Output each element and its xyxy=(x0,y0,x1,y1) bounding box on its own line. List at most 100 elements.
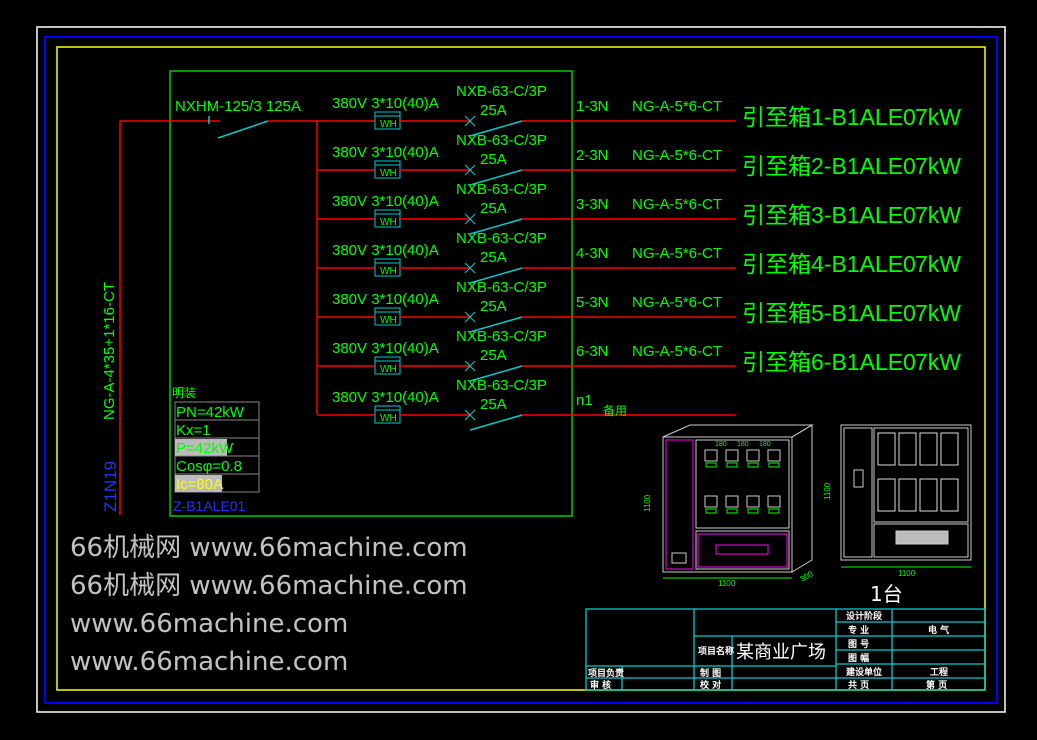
breaker-switch xyxy=(469,169,523,186)
meter-icon xyxy=(898,478,917,512)
blue-frame xyxy=(44,36,998,704)
branch-cable: NG-A-5*6-CT xyxy=(632,147,722,164)
tb-drawing-no-label: 图 号 xyxy=(848,639,869,650)
meter-icon xyxy=(919,478,938,512)
cabinet-front-view xyxy=(662,424,814,573)
title-block xyxy=(585,608,986,691)
main-breaker-label: NXHM-125/3 125A xyxy=(175,98,301,115)
breaker-rating: 25A xyxy=(480,102,507,119)
breaker-x-icon xyxy=(464,409,476,421)
main-cable-label: NG-A-4*35+1*16-CT xyxy=(101,282,118,420)
tb-unit-value: 工程 xyxy=(930,666,948,678)
breaker-switch xyxy=(469,218,523,235)
breaker-x-icon xyxy=(464,164,476,176)
meter-icon xyxy=(919,432,938,466)
watermark: www.66machine.com xyxy=(70,647,348,677)
meter-spec: 380V 3*10(40)A xyxy=(332,340,439,357)
panel-box xyxy=(169,70,573,517)
tb-unit-label: 建设单位 xyxy=(846,666,882,678)
meter-spec: 380V 3*10(40)A xyxy=(332,242,439,259)
breaker-rating: 25A xyxy=(480,347,507,364)
tb-specialty-value: 电 气 xyxy=(928,624,949,636)
breaker-model: NXB-63-C/3P xyxy=(456,328,547,345)
destination: 引至箱3-B1ALE0 xyxy=(742,202,916,228)
breaker-x-icon xyxy=(464,360,476,372)
main-breaker-switch xyxy=(217,120,269,139)
breaker-icon xyxy=(768,508,780,514)
destination: 引至箱4-B1ALE0 xyxy=(742,251,916,277)
param-value: PN=42kW xyxy=(176,404,245,421)
meter-icon xyxy=(940,432,959,466)
breaker-switch xyxy=(469,316,523,333)
power: 7kW xyxy=(915,251,961,277)
breaker-rating: 25A xyxy=(480,396,507,413)
tb-review-label: 审 核 xyxy=(590,679,611,691)
power: 7kW xyxy=(915,104,961,130)
meter-icon xyxy=(704,495,718,508)
breaker-rating: 25A xyxy=(480,298,507,315)
cabinet-quantity: 1台 xyxy=(870,582,903,606)
tb-design-stage-label: 设计阶段 xyxy=(846,610,883,622)
meter-label: WH xyxy=(380,266,397,277)
depth-dim: 300 xyxy=(799,569,816,584)
meter-icon xyxy=(746,449,760,462)
meter-spec: 380V 3*10(40)A xyxy=(332,389,439,406)
power: 7kW xyxy=(915,153,961,179)
front-height-dim: 1100 xyxy=(643,494,652,512)
branch-cable: NG-A-5*6-CT xyxy=(632,343,722,360)
breaker-rating: 25A xyxy=(480,249,507,266)
tb-project-lead-label: 项目负责 xyxy=(588,667,624,679)
breaker-model: NXB-63-C/3P xyxy=(456,83,547,100)
breaker-icon xyxy=(705,508,717,514)
watermark: 66机械网 www.66machine.com xyxy=(70,533,468,563)
breaker-x-icon xyxy=(464,213,476,225)
breaker-icon xyxy=(705,462,717,468)
breaker-icon xyxy=(726,508,738,514)
meter-icon xyxy=(877,478,896,512)
circuit-id: 6-3N xyxy=(576,343,609,360)
meter-label: WH xyxy=(380,413,397,424)
breaker-model: NXB-63-C/3P xyxy=(456,377,547,394)
destination: 引至箱5-B1ALE0 xyxy=(742,300,916,326)
breaker-switch xyxy=(469,267,523,284)
destination: 备用 xyxy=(603,404,627,418)
breaker-rating: 25A xyxy=(480,151,507,168)
breaker-x-icon xyxy=(464,262,476,274)
meter-icon xyxy=(725,495,739,508)
circuit-id: 2-3N xyxy=(576,147,609,164)
top-dim-1: 180 xyxy=(715,441,727,448)
meter-label: WH xyxy=(380,119,397,130)
breaker-model: NXB-63-C/3P xyxy=(456,230,547,247)
power: 7kW xyxy=(915,202,961,228)
outer-frame xyxy=(36,26,1006,713)
tb-project-label: 项目名称 xyxy=(698,645,734,657)
circuit-id: 4-3N xyxy=(576,245,609,262)
circuit-id: 1-3N xyxy=(576,98,609,115)
param-value: P=42kW xyxy=(176,440,234,457)
meter-spec: 380V 3*10(40)A xyxy=(332,144,439,161)
tb-total-pages-label: 共 页 xyxy=(848,679,869,691)
meter-label: WH xyxy=(380,217,397,228)
breaker-x-icon xyxy=(464,311,476,323)
breaker-switch xyxy=(469,365,523,382)
meter-spec: 380V 3*10(40)A xyxy=(332,193,439,210)
watermark: www.66machine.com xyxy=(70,609,348,639)
tb-project-name: 某商业广场 xyxy=(736,642,826,663)
meter-label: WH xyxy=(380,168,397,179)
watermark: 66机械网 www.66machine.com xyxy=(70,571,468,601)
destination: 引至箱1-B1ALE0 xyxy=(742,104,916,130)
feeder-id: Z1N19 xyxy=(101,461,120,512)
circuit-id: 5-3N xyxy=(576,294,609,311)
breaker-icon xyxy=(747,508,759,514)
param-value: Ic=80A xyxy=(176,476,223,493)
circuit-id: n1 xyxy=(576,392,593,409)
top-dim-3: 180 xyxy=(759,441,771,448)
meter-icon xyxy=(704,449,718,462)
meter-icon xyxy=(877,432,896,466)
